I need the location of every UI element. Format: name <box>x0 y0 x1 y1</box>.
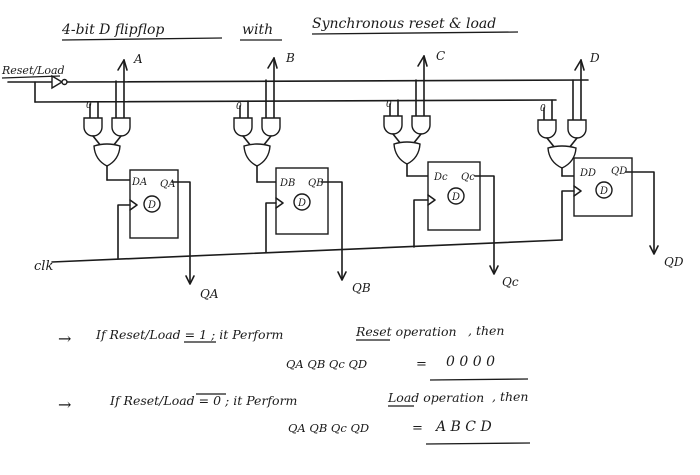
output-label-c: Qc <box>502 275 519 289</box>
clock-tap-b <box>265 202 277 253</box>
clock-label: clk <box>34 259 53 274</box>
q-out-arrow-d <box>649 245 659 255</box>
title-underline-1 <box>61 37 223 41</box>
clock-tap-c <box>413 199 429 248</box>
input-c-arrow <box>417 55 425 67</box>
q-out-wire-b <box>321 181 343 279</box>
note-2-tail: , then <box>492 389 528 404</box>
stage-a: A 0 DA QA D QA <box>83 52 219 301</box>
ff-symbol-b <box>293 193 311 211</box>
clock-triangle-c <box>427 194 436 206</box>
q-pin-a: QA <box>160 179 175 190</box>
q-out-wire-a <box>171 181 191 283</box>
stage-c: C 0 Dc Qc D Qc <box>383 49 519 289</box>
note-2-arrow: → <box>58 395 71 414</box>
and-gate-c1 <box>383 115 403 135</box>
note-1: → If Reset/Load = 1 ; it Perform Reset o… <box>58 323 529 381</box>
q-pin-b: QB <box>308 178 324 189</box>
title-underline-3 <box>311 31 519 35</box>
input-c-label: C <box>436 49 445 63</box>
zero-label-a: 0 <box>86 101 92 111</box>
title-part1: 4-bit D flipflop <box>61 22 164 38</box>
ff-symbol-a <box>143 195 161 213</box>
ff-body-c: D <box>451 192 460 203</box>
note-2-result-underline <box>425 442 531 445</box>
or-gate-a <box>93 143 121 167</box>
q-out-wire-c <box>474 175 495 273</box>
note-2-result: A B C D <box>434 419 492 435</box>
buffer-gate <box>51 74 64 90</box>
and-gate-a2 <box>111 117 131 137</box>
zero-label-d: 0 <box>540 104 546 114</box>
note-2-outputs: QA QB Qc QD <box>288 421 369 435</box>
clock-triangle-a <box>129 199 138 211</box>
input-d-label: D <box>589 51 600 65</box>
q-out-wire-d <box>625 171 655 253</box>
note-1-result-underline <box>429 378 529 381</box>
zero-label-c: 0 <box>386 100 392 110</box>
d-pin-c: Dc <box>433 172 448 183</box>
q-out-arrow-c <box>489 265 499 275</box>
or-gate-b <box>243 143 271 167</box>
control-inverted-bus <box>66 79 589 83</box>
clock-triangle-d <box>573 185 582 197</box>
d-pin-a: DA <box>131 177 147 188</box>
input-a-arrow <box>117 59 125 71</box>
q-out-arrow-a <box>185 275 195 285</box>
note-2-operation: Load operation <box>387 390 484 405</box>
and-gate-b1 <box>233 117 253 137</box>
clock-triangle-b <box>275 197 284 209</box>
note-1-result: 0 0 0 0 <box>446 354 495 370</box>
input-b-label: B <box>285 51 295 65</box>
and-gate-b2 <box>261 117 281 137</box>
clock-tap-d <box>561 190 575 241</box>
note-1-outputs: QA QB Qc QD <box>286 357 367 371</box>
stage-b: B 0 DB QB D QB <box>233 51 371 295</box>
ff-symbol-c <box>447 187 465 205</box>
note-1-tail: , then <box>468 323 504 338</box>
q-out-arrow-b <box>337 271 347 281</box>
title-part2: with <box>242 22 273 38</box>
note-1-arrow: → <box>58 329 71 348</box>
q-pin-c: Qc <box>461 172 475 183</box>
d-pin-b: DB <box>279 178 295 189</box>
output-label-d: QD <box>664 255 684 269</box>
control-input-label: Reset/Load <box>1 64 65 77</box>
and-gate-d2 <box>567 119 587 139</box>
note-1-equals: = <box>416 357 427 372</box>
and-gate-c2 <box>411 115 431 135</box>
note-1-operation: Reset operation <box>355 324 457 339</box>
title-part3: Synchronous reset & load <box>312 16 496 32</box>
ff-body-b: D <box>297 198 306 209</box>
title: 4-bit D flipflop with Synchronous reset … <box>61 16 519 41</box>
note-1-condition: If Reset/Load = 1 ; it Perform <box>95 327 283 342</box>
ff-symbol-d <box>595 181 613 199</box>
and-gate-d1 <box>537 119 557 139</box>
output-label-a: QA <box>200 287 219 301</box>
input-b-arrow <box>267 57 275 69</box>
input-a-label: A <box>133 52 143 66</box>
input-d-arrow <box>574 59 582 71</box>
note-2: → If Reset/Load = 0 ; it Perform Load op… <box>58 389 531 445</box>
and-gate-a1 <box>83 117 103 137</box>
zero-label-b: 0 <box>236 102 242 112</box>
or-gate-c <box>393 141 421 165</box>
d-pin-d: DD <box>579 168 596 179</box>
or-gate-d <box>547 145 577 169</box>
ff-body-a: D <box>147 200 156 211</box>
output-label-b: QB <box>352 281 371 295</box>
clock-tap-a <box>117 204 131 259</box>
q-pin-d: QD <box>611 166 627 177</box>
clock-line <box>51 239 563 263</box>
control-input-underline <box>1 75 61 79</box>
control-direct-bus <box>34 99 557 103</box>
note-2-equals: = <box>412 421 423 436</box>
note-2-condition: If Reset/Load = 0 ; it Perform <box>109 393 297 408</box>
ff-body-d: D <box>599 186 608 197</box>
stage-d: D 0 DD QD D QD <box>537 51 684 269</box>
